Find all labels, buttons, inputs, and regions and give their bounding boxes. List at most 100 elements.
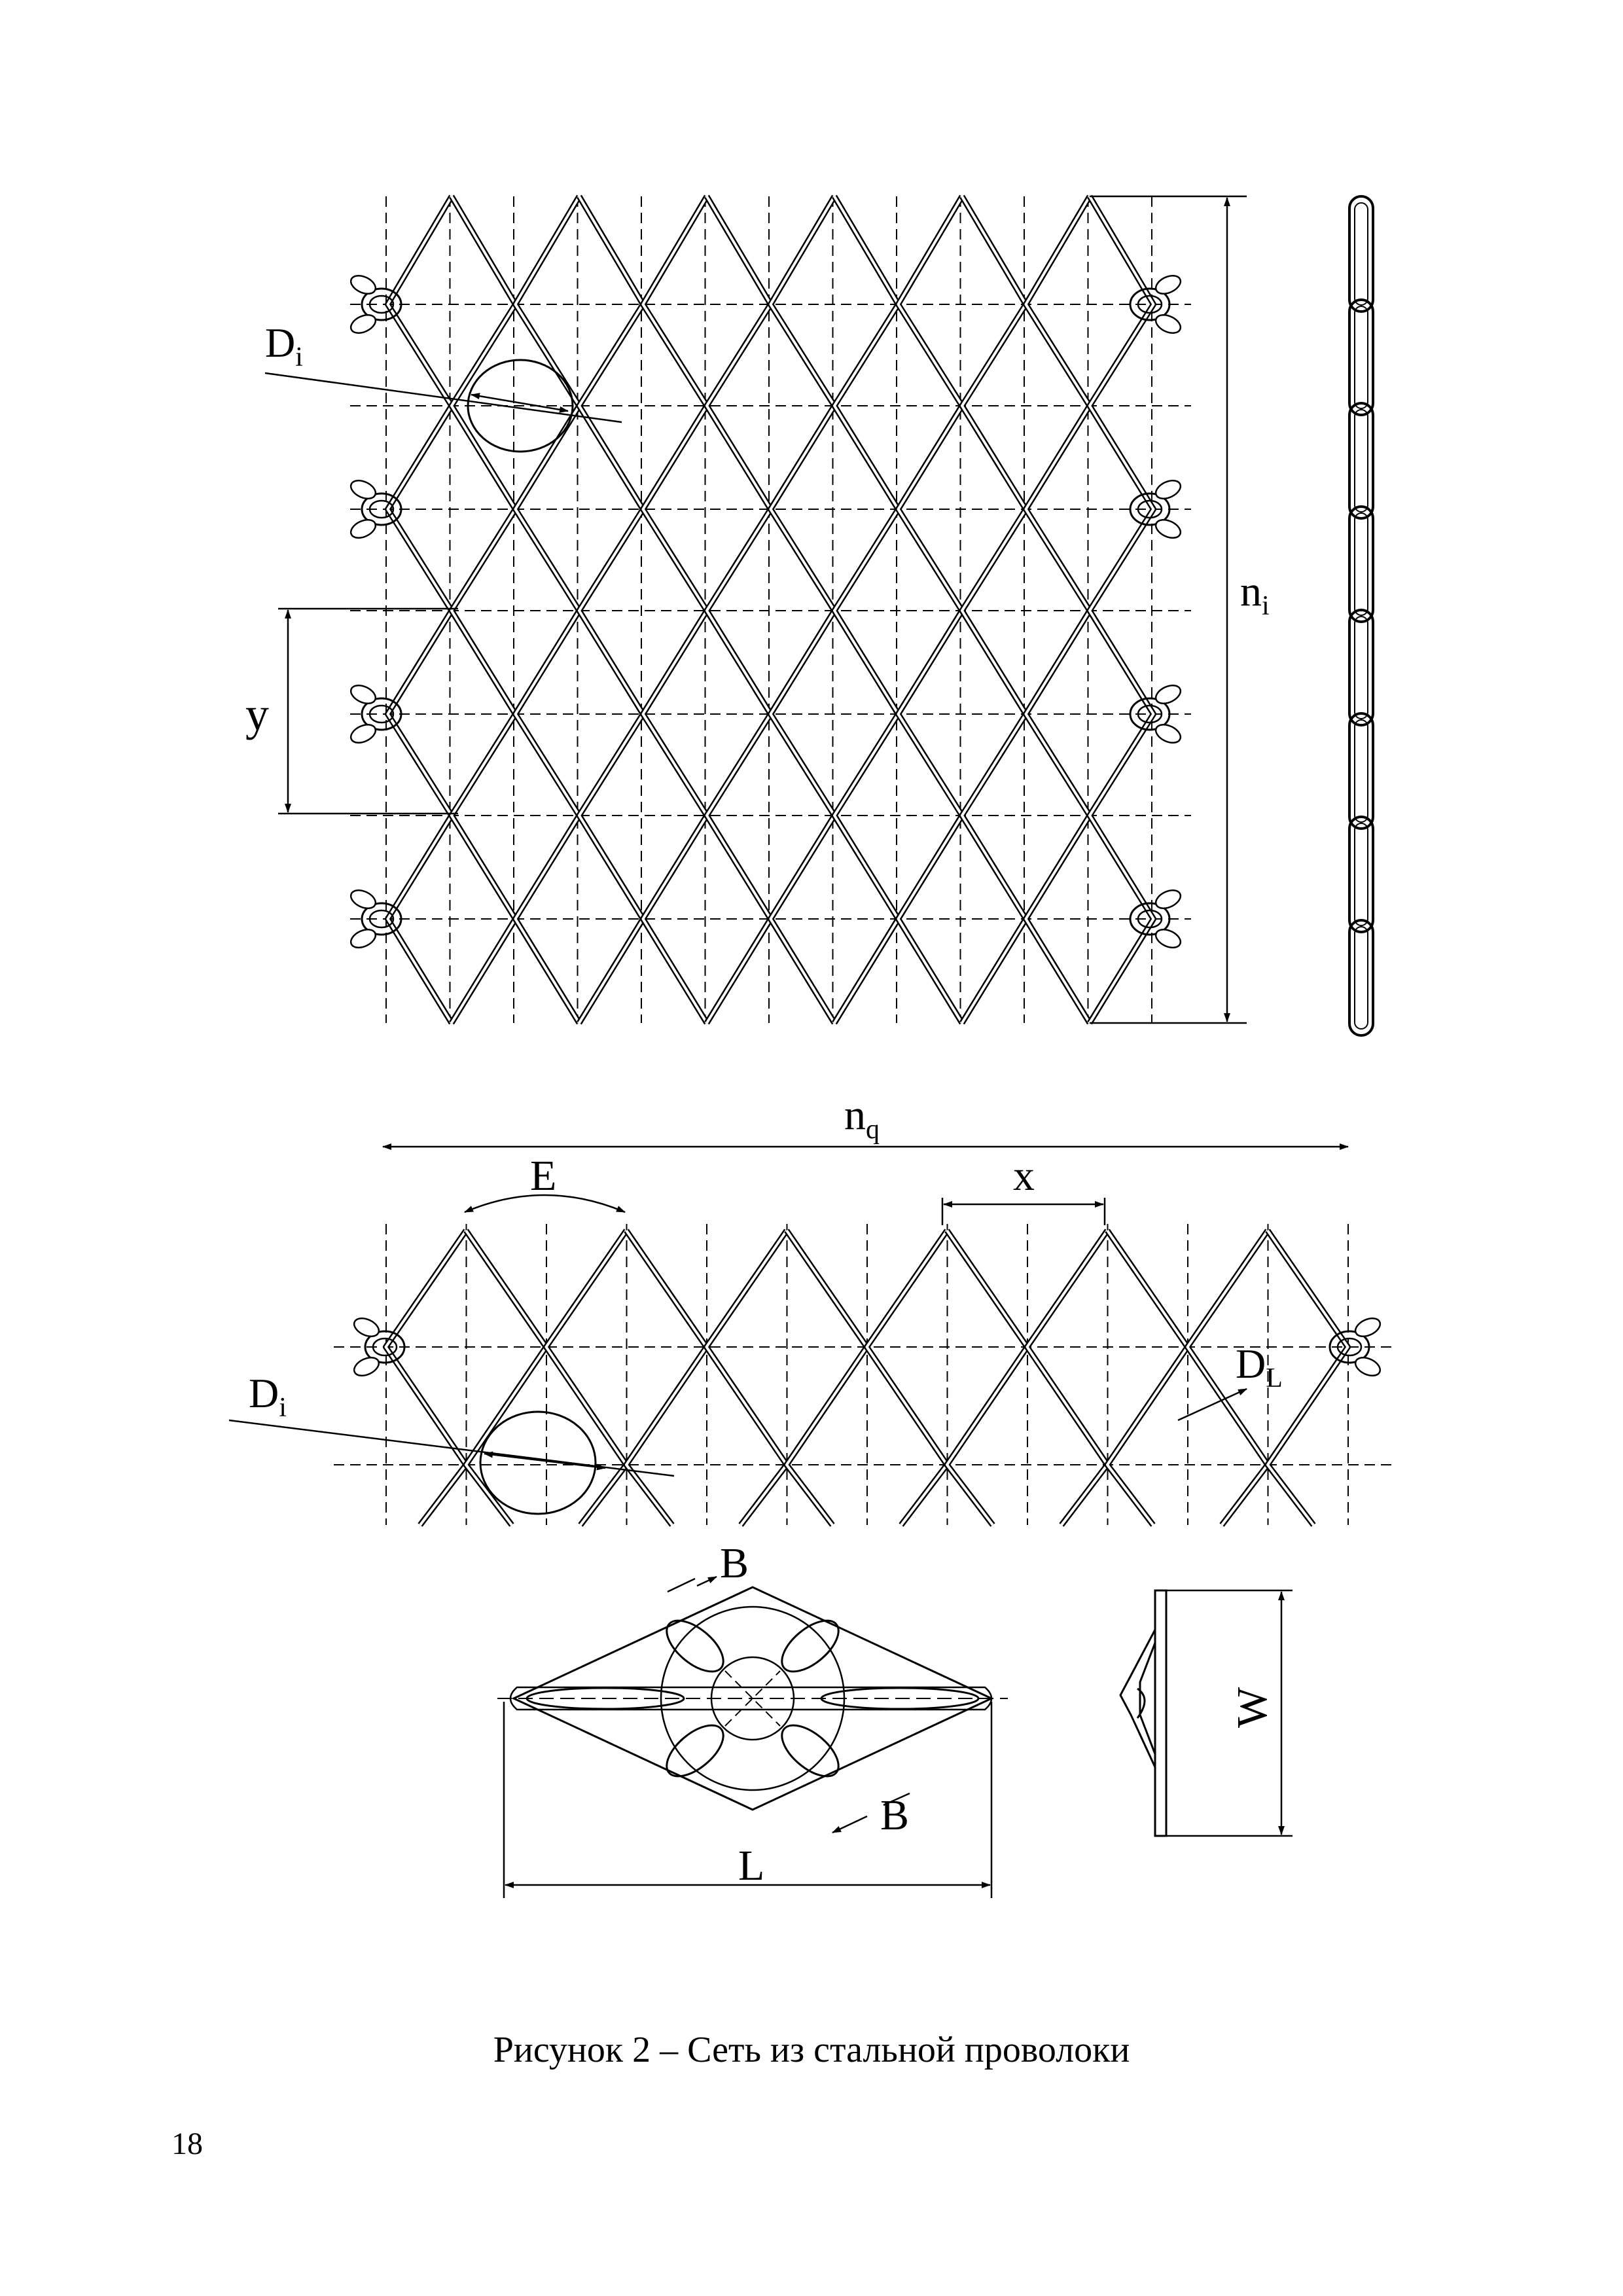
ring-outer bbox=[1129, 287, 1171, 321]
clip-bottom bbox=[1154, 928, 1182, 949]
middle-width-label: nq bbox=[844, 1091, 880, 1145]
mesh-wire-core bbox=[1186, 1229, 1269, 1526]
mesh-wire-core bbox=[1266, 1229, 1349, 1526]
clip-b-bottom-label: B bbox=[880, 1791, 909, 1839]
clip-bottom bbox=[1154, 314, 1182, 334]
clip-bottom bbox=[349, 314, 377, 334]
clip-top bbox=[1154, 889, 1182, 910]
middle-column-pitch-label: x bbox=[1013, 1152, 1035, 1200]
clip-b-top-label: B bbox=[720, 1539, 749, 1587]
mesh-wire-core bbox=[450, 195, 517, 1024]
edge-ring bbox=[349, 274, 402, 334]
clip-top bbox=[349, 479, 377, 500]
chain-link bbox=[1348, 505, 1374, 623]
clip-top bbox=[1154, 684, 1182, 705]
clip-bottom bbox=[349, 518, 377, 539]
top-opening-diameter-marker: Di bbox=[264, 319, 622, 453]
clip-top bbox=[349, 274, 377, 295]
mesh-wire-core bbox=[544, 1229, 628, 1526]
clip-top bbox=[1154, 274, 1182, 295]
clip-bottom bbox=[353, 1356, 380, 1377]
middle-wire-diameter-marker: DL bbox=[1177, 1340, 1283, 1422]
mesh-wire-core bbox=[1106, 1229, 1189, 1526]
edge-ring bbox=[1329, 1317, 1382, 1377]
edge-ring bbox=[1129, 479, 1182, 539]
page-number: 18 bbox=[171, 2126, 203, 2161]
clip-top bbox=[1354, 1317, 1382, 1338]
top-edge-rings bbox=[349, 274, 1182, 949]
middle-column-pitch-dimension: x bbox=[941, 1152, 1106, 1225]
chain-link-inner bbox=[1354, 719, 1368, 823]
mesh-wire-core bbox=[961, 195, 1027, 1024]
ring-outer bbox=[361, 697, 402, 731]
ring-inner bbox=[1137, 704, 1163, 724]
clip-top bbox=[353, 1317, 380, 1338]
clip-top bbox=[349, 889, 377, 910]
clip-top bbox=[1154, 479, 1182, 500]
ring-outer bbox=[1129, 492, 1171, 526]
middle-edge-rings bbox=[353, 1317, 1382, 1377]
top-net-view: Di y ni bbox=[245, 194, 1374, 1037]
ring-inner bbox=[1336, 1337, 1363, 1357]
chain-link bbox=[1348, 195, 1374, 313]
chain-link bbox=[1348, 919, 1374, 1037]
chain-link bbox=[1348, 402, 1374, 520]
chain-link-inner bbox=[1354, 202, 1368, 306]
mesh-wire-core bbox=[705, 195, 772, 1024]
figure-caption: Рисунок 2 – Сеть из стальной проволоки bbox=[493, 2030, 1130, 2070]
edge-ring bbox=[349, 684, 402, 744]
mesh-wire-core bbox=[785, 1229, 868, 1526]
ring-inner bbox=[368, 704, 395, 724]
clip-bottom bbox=[1154, 518, 1182, 539]
net-side-chain-view bbox=[1348, 195, 1374, 1037]
ring-outer bbox=[1329, 1330, 1370, 1364]
mesh-wire-core bbox=[625, 1229, 708, 1526]
top-centerline-grid bbox=[350, 196, 1191, 1023]
edge-ring bbox=[349, 479, 402, 539]
mesh-wire-core bbox=[865, 1229, 948, 1526]
mesh-wire-core bbox=[578, 195, 645, 1024]
ring-inner bbox=[368, 909, 395, 929]
ring-inner bbox=[372, 1337, 398, 1357]
chain-link-inner bbox=[1354, 823, 1368, 926]
ring-outer bbox=[361, 492, 402, 526]
mesh-wire-core bbox=[705, 1229, 788, 1526]
ring-inner bbox=[368, 499, 395, 519]
chain-link-inner bbox=[1354, 409, 1368, 512]
top-height-dimension: ni bbox=[1090, 195, 1270, 1024]
clip-top bbox=[349, 684, 377, 705]
middle-angle-label: E bbox=[530, 1152, 556, 1200]
clip-length-label: L bbox=[738, 1842, 764, 1890]
mesh-wire-core bbox=[833, 195, 900, 1024]
edge-ring bbox=[1129, 274, 1182, 334]
ring-outer bbox=[364, 1330, 406, 1364]
ring-outer bbox=[1129, 902, 1171, 936]
ring-inner bbox=[1137, 295, 1163, 314]
chain-link bbox=[1348, 712, 1374, 830]
chain-link bbox=[1348, 609, 1374, 726]
middle-net-view: nq E x Di DL bbox=[228, 1091, 1394, 1527]
middle-diameter-label: Di bbox=[249, 1370, 287, 1423]
ring-inner bbox=[1137, 499, 1163, 519]
mesh-wire-core bbox=[1026, 1229, 1109, 1526]
chain-link bbox=[1348, 298, 1374, 416]
edge-ring bbox=[353, 1317, 406, 1377]
clip-bottom bbox=[1354, 1356, 1382, 1377]
mesh-wire-core bbox=[384, 1229, 467, 1526]
ring-inner bbox=[1137, 909, 1163, 929]
edge-ring bbox=[1129, 684, 1182, 744]
middle-wire-diameter-label: DL bbox=[1236, 1340, 1283, 1393]
middle-width-dimension: nq bbox=[382, 1091, 1349, 1150]
chain-link-inner bbox=[1354, 926, 1368, 1030]
chain-link-inner bbox=[1354, 512, 1368, 616]
edge-ring bbox=[349, 889, 402, 949]
ring-outer bbox=[361, 902, 402, 936]
top-wire-mesh bbox=[385, 194, 1156, 1025]
clip-width-label: W bbox=[1228, 1687, 1276, 1728]
mesh-wire-core bbox=[465, 1229, 548, 1526]
ring-outer bbox=[1129, 697, 1171, 731]
clip-bottom bbox=[1154, 723, 1182, 744]
top-diameter-label: Di bbox=[265, 319, 303, 372]
middle-angle-dimension: E bbox=[464, 1152, 626, 1213]
